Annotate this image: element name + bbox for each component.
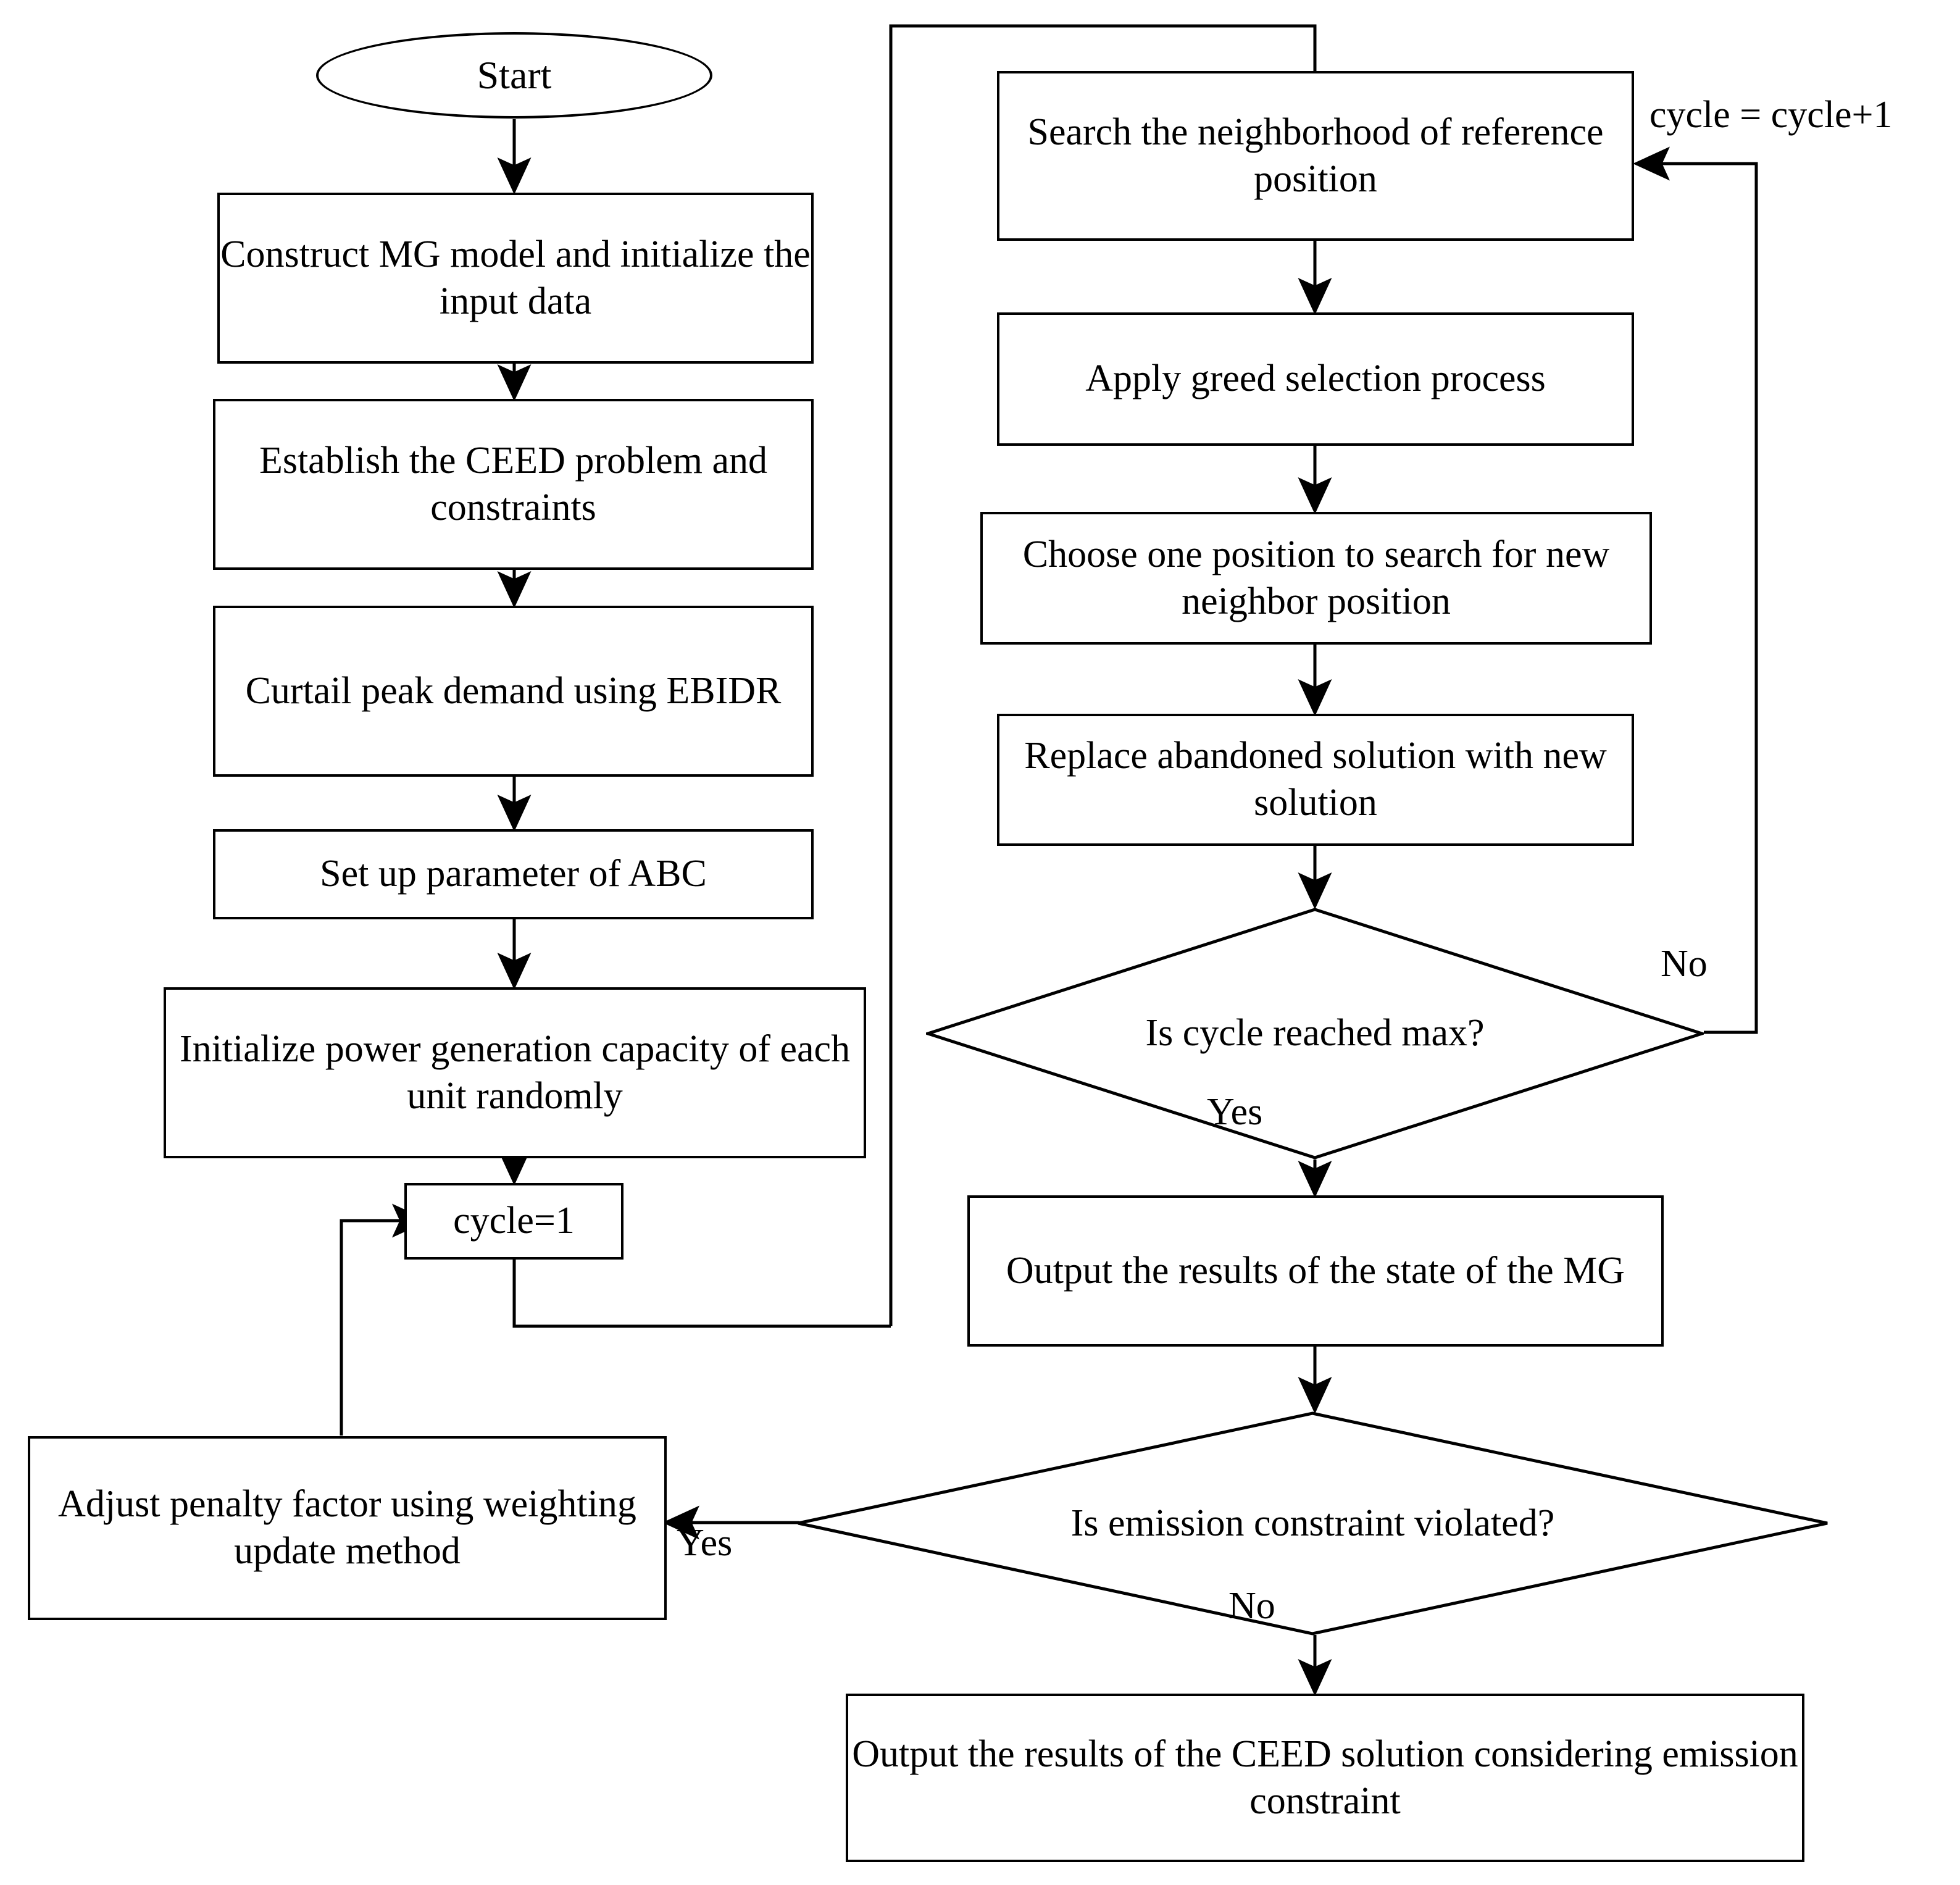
node-start-label: Start — [477, 52, 552, 97]
node-cycle-init[interactable]: cycle=1 — [404, 1183, 623, 1260]
edge-label-emission-yes: Yes — [677, 1522, 733, 1564]
node-setup-abc[interactable]: Set up parameter of ABC — [213, 829, 814, 919]
node-setup-abc-label: Set up parameter of ABC — [320, 853, 707, 895]
node-cycle-init-label: cycle=1 — [453, 1200, 575, 1242]
node-apply-greed-label: Apply greed selection process — [1085, 357, 1546, 400]
diamond-outline-cycle-max — [926, 908, 1704, 1160]
node-init-power-label: Initialize power generation capacity of … — [179, 1027, 851, 1117]
node-cycle-max-check-label: Is cycle reached max? — [1145, 1012, 1485, 1055]
node-output-state[interactable]: Output the results of the state of the M… — [967, 1195, 1664, 1347]
node-construct-mg[interactable]: Construct MG model and initialize the in… — [217, 193, 814, 364]
node-emission-check[interactable]: Is emission constraint violated? — [796, 1411, 1829, 1636]
node-adjust-penalty-label: Adjust penalty factor using weighting up… — [58, 1483, 636, 1572]
node-curtail-peak[interactable]: Curtail peak demand using EBIDR — [213, 606, 814, 777]
node-output-ceed-label: Output the results of the CEED solution … — [852, 1732, 1798, 1822]
edge-cyclecheck-no — [1633, 146, 1758, 1034]
node-curtail-peak-label: Curtail peak demand using EBIDR — [245, 669, 782, 712]
node-replace-abandoned[interactable]: Replace abandoned solution with new solu… — [997, 714, 1634, 846]
node-choose-position[interactable]: Choose one position to search for new ne… — [980, 512, 1652, 645]
node-adjust-penalty[interactable]: Adjust penalty factor using weighting up… — [28, 1436, 667, 1620]
node-establish-ceed-label: Establish the CEED problem and constrain… — [259, 439, 768, 529]
node-search-neighborhood[interactable]: Search the neighborhood of reference pos… — [997, 71, 1634, 241]
edge-label-cycle-max-no: No — [1661, 943, 1708, 985]
node-cycle-max-check[interactable]: Is cycle reached max? — [926, 908, 1704, 1160]
node-replace-abandoned-label: Replace abandoned solution with new solu… — [1024, 735, 1607, 824]
node-establish-ceed[interactable]: Establish the CEED problem and constrain… — [213, 399, 814, 570]
node-construct-mg-label: Construct MG model and initialize the in… — [220, 233, 811, 322]
edge-label-cycle-increment: cycle = cycle+1 — [1649, 94, 1893, 136]
diamond-outline-emission — [796, 1411, 1829, 1636]
node-start[interactable]: Start — [316, 32, 712, 119]
node-search-neighborhood-label: Search the neighborhood of reference pos… — [1027, 111, 1604, 200]
node-output-state-label: Output the results of the state of the M… — [1006, 1249, 1625, 1292]
node-init-power[interactable]: Initialize power generation capacity of … — [164, 987, 866, 1158]
edge-cycle-to-riser — [512, 1260, 891, 1328]
node-apply-greed[interactable]: Apply greed selection process — [997, 312, 1634, 446]
node-choose-position-label: Choose one position to search for new ne… — [1022, 533, 1610, 622]
node-emission-check-label: Is emission constraint violated? — [1070, 1502, 1555, 1544]
node-output-ceed[interactable]: Output the results of the CEED solution … — [846, 1694, 1804, 1862]
edge-label-emission-no: No — [1228, 1585, 1275, 1627]
edge-label-cycle-max-yes: Yes — [1207, 1091, 1263, 1133]
